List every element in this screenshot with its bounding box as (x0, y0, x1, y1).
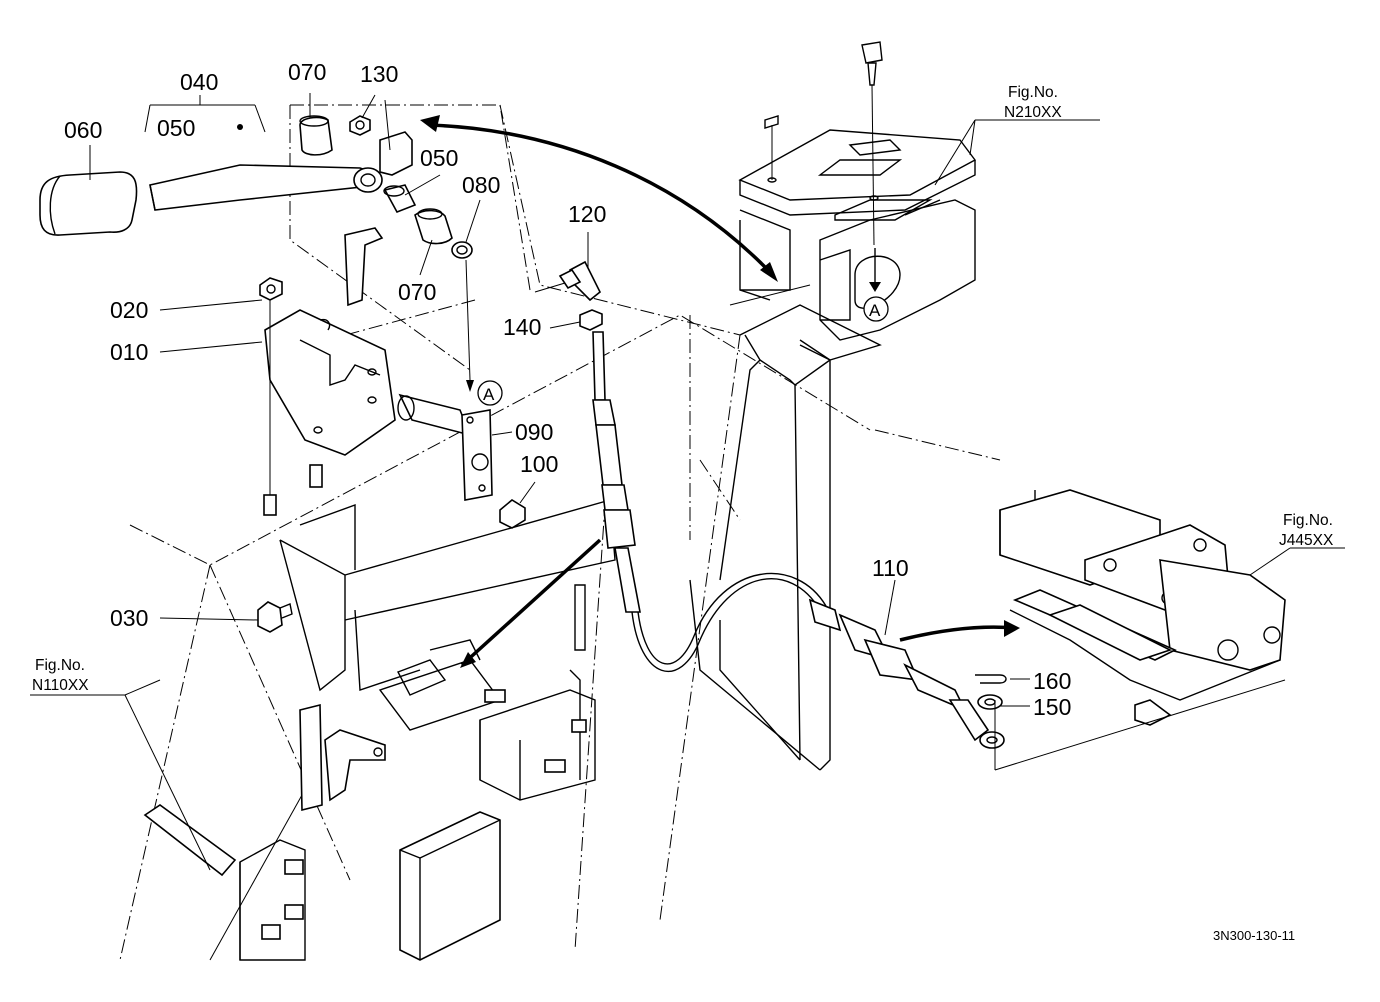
label-070-mid: 070 (398, 279, 436, 305)
label-060: 060 (64, 117, 102, 143)
label-160: 160 (1033, 668, 1071, 694)
valve-assembly (994, 489, 1345, 771)
assembly-arrow-top (420, 115, 778, 282)
callout-a-lower: A (483, 385, 495, 404)
fig-ref-j445-code: J445XX (1279, 532, 1334, 549)
label-100: 100 (520, 451, 558, 477)
fig-ref-n110-code: N110XX (32, 677, 89, 694)
label-130: 130 (360, 61, 398, 87)
label-090: 090 (515, 419, 553, 445)
cable-assembly (460, 260, 1020, 749)
frame-structure (689, 304, 882, 771)
fig-ref-j445-title: Fig.No. (1283, 512, 1333, 529)
part-labels: 060 040 050 070 130 050 080 070 020 010 … (64, 59, 1071, 720)
label-120: 120 (568, 201, 606, 227)
label-030: 030 (110, 605, 148, 631)
fig-ref-n210-code: N210XX (1004, 104, 1062, 121)
callout-a-upper: A (869, 301, 881, 320)
label-140: 140 (503, 314, 541, 340)
drawing-number: 3N300-130-11 (1213, 928, 1295, 943)
label-020: 020 (110, 297, 148, 323)
leader-lines (30, 93, 1100, 871)
figure-references: Fig.No. N210XX Fig.No. J445XX Fig.No. N1… (32, 84, 1334, 694)
fig-ref-n210-title: Fig.No. (1008, 84, 1058, 101)
lever-assembly (39, 99, 526, 633)
cover-assembly (729, 41, 977, 341)
callouts: A A (477, 296, 889, 406)
label-050-mid: 050 (420, 145, 458, 171)
label-110: 110 (872, 555, 909, 581)
label-070-top: 070 (288, 59, 326, 85)
phantom-lines (119, 104, 1001, 961)
console-lower (143, 499, 616, 961)
label-040: 040 (180, 69, 218, 95)
fig-ref-n110-title: Fig.No. (35, 657, 85, 674)
label-080: 080 (462, 172, 500, 198)
label-010: 010 (110, 339, 148, 365)
label-050-top: 050 (157, 115, 195, 141)
label-150: 150 (1033, 694, 1071, 720)
